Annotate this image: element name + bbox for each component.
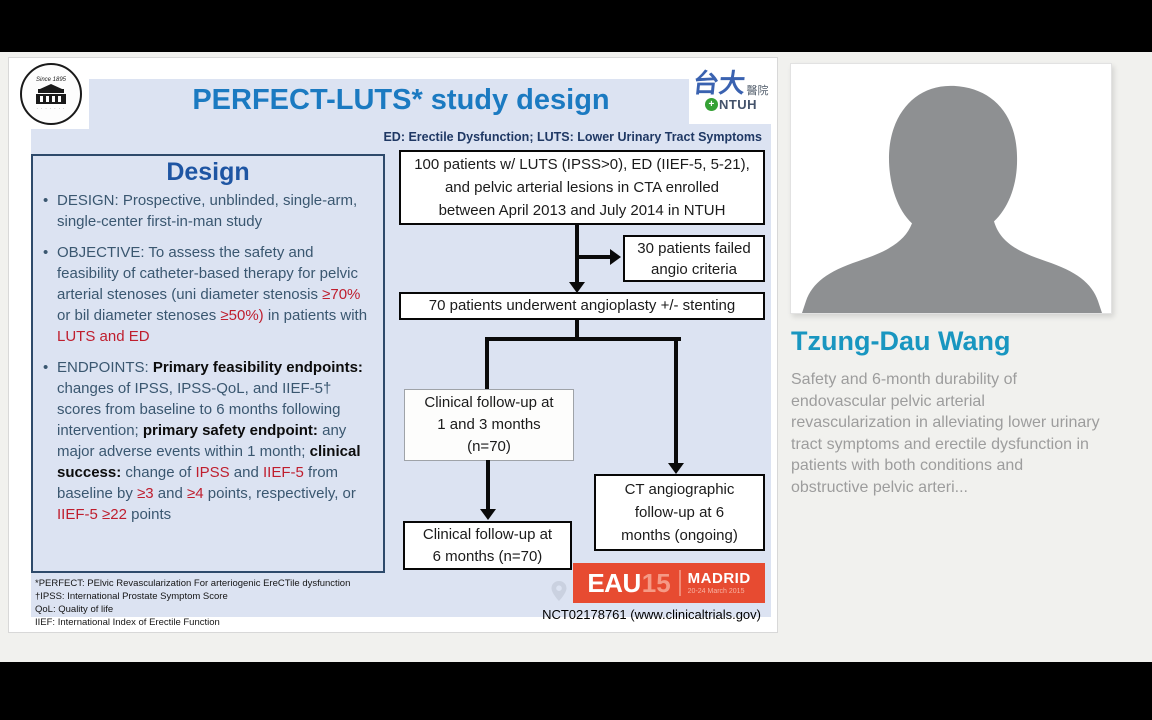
flow-connector <box>575 225 579 282</box>
eau-city-label: MADRID <box>687 570 751 587</box>
talk-description: Safety and 6-month durability of endovas… <box>791 371 1100 496</box>
footnote-iief: IIEF: International Index of Erectile Fu… <box>35 617 220 628</box>
footnote-ipss: †IPSS: International Prostate Symptom Sc… <box>35 591 228 602</box>
clinical-trial-registry-text: NCT02178761 (www.clinicaltrials.gov) <box>542 607 761 622</box>
person-silhouette-icon <box>802 85 1102 313</box>
flow-box-angioplasty: 70 patients underwent angioplasty +/- st… <box>399 292 765 320</box>
footnote-qol: QoL: Quality of life <box>35 604 114 615</box>
seal-since-text: Since 1895 <box>35 76 67 83</box>
eau-badge-divider <box>678 570 681 596</box>
flow-box-failed-angio: 30 patients failed angio criteria <box>623 235 765 282</box>
design-bullet-design: • DESIGN: Prospective, unblinded, single… <box>43 192 358 230</box>
flow-box-enrollment: 100 patients w/ LUTS (IPSS>0), ED (IIEF-… <box>399 150 765 225</box>
ntuh-wordmark-logo: 台大 醫院 + NTUH <box>689 58 773 124</box>
ntuh-seal-logo: Since 1895 · · · · · · · <box>13 58 89 129</box>
ntuh-hanzi-main: 台大 <box>692 69 748 98</box>
design-bullet-list: • DESIGN: Prospective, unblinded, single… <box>33 187 383 525</box>
flow-box-clinical-followup-6: Clinical follow-up at 6 months (n=70) <box>403 521 572 570</box>
seal-circle: Since 1895 · · · · · · · <box>20 62 82 125</box>
flow-connector <box>674 337 678 464</box>
flow-connector <box>486 460 490 510</box>
eau-year-label: 15 <box>641 567 671 598</box>
letterbox-bottom <box>0 662 1152 720</box>
eau-dates-label: 20-24 March 2015 <box>687 588 745 595</box>
footnote-perfect: *PERFECT: PElvic Revascularization For a… <box>35 578 351 589</box>
flow-arrowhead-down <box>480 509 496 520</box>
flow-arrowhead-right <box>610 249 621 265</box>
seal-building-icon <box>36 83 66 104</box>
slide-footnotes: *PERFECT: PElvic Revascularization For a… <box>35 577 350 629</box>
flow-arrowhead-down <box>569 282 585 293</box>
design-bullet-objective: • OBJECTIVE: To assess the safety and fe… <box>43 244 368 345</box>
seal-ring-text: · · · · · · · <box>36 105 66 111</box>
ntuh-hanzi-sub: 醫院 <box>746 85 769 97</box>
letterbox-top <box>0 0 1152 52</box>
ntuh-latin-label: NTUH <box>718 97 758 112</box>
eau-org-label: EAU <box>587 567 641 598</box>
design-heading: Design <box>166 158 250 186</box>
ntuh-green-cross-icon: + <box>704 98 718 111</box>
flow-connector <box>577 255 610 259</box>
presentation-slide: PERFECT-LUTS* study design ED: Erectile … <box>8 57 778 633</box>
flow-box-clinical-followup-1-3: Clinical follow-up at 1 and 3 months (n=… <box>404 389 574 461</box>
design-bullet-endpoints: • ENDPOINTS: Primary feasibility endpoin… <box>43 359 363 523</box>
speaker-name: Tzung-Dau Wang <box>791 326 1011 356</box>
slide-title: PERFECT-LUTS* study design <box>192 84 610 116</box>
abbreviation-legend: ED: Erectile Dysfunction; LUTS: Lower Ur… <box>383 130 762 144</box>
speaker-photo-placeholder <box>790 63 1112 314</box>
flow-box-ct-angio-followup: CT angiographic follow-up at 6 months (o… <box>594 474 765 551</box>
bullet-marker: • <box>43 192 49 209</box>
bullet-marker: • <box>43 359 49 376</box>
bullet-marker: • <box>43 244 49 261</box>
location-pin-watermark-icon <box>551 581 567 601</box>
eau15-madrid-badge: EAU 15 MADRID 20-24 March 2015 <box>573 563 765 603</box>
design-summary-box: Design • DESIGN: Prospective, unblinded,… <box>31 154 385 573</box>
flow-connector <box>575 320 579 339</box>
flow-connector <box>487 337 681 341</box>
flow-connector <box>485 337 489 389</box>
flow-arrowhead-down <box>668 463 684 474</box>
